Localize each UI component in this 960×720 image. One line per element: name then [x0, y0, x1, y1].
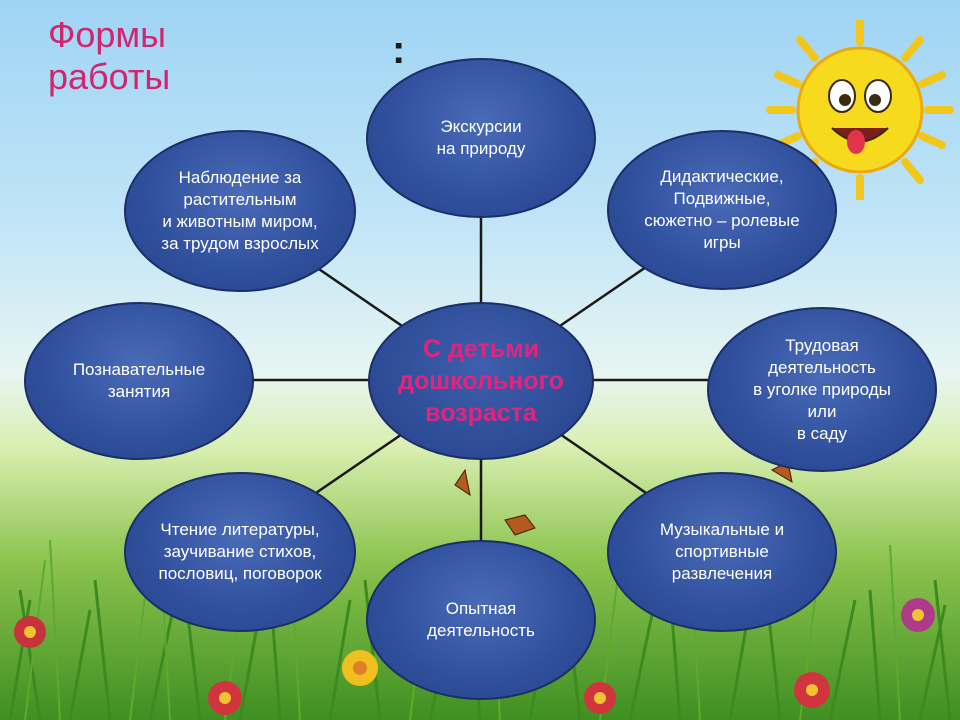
flower-icon — [14, 598, 935, 715]
title-colon: : — [392, 28, 406, 72]
node-games: Дидактические, Подвижные, сюжетно – роле… — [607, 130, 837, 290]
node-excursions: Экскурсии на природу — [366, 58, 596, 218]
node-labor: Трудовая деятельность в уголке природы и… — [707, 307, 937, 472]
node-cognitive: Познавательные занятия — [24, 302, 254, 460]
node-reading: Чтение литературы, заучивание стихов, по… — [124, 472, 356, 632]
slide-title: Формы работы — [48, 14, 171, 97]
butterfly-icon — [454, 461, 793, 536]
node-observation: Наблюдение за растительным и животным ми… — [124, 130, 356, 292]
node-experiments: Опытная деятельность — [366, 540, 596, 700]
node-music-sport: Музыкальные и спортивные развлечения — [607, 472, 837, 632]
center-node: С детьми дошкольного возраста — [368, 302, 594, 460]
